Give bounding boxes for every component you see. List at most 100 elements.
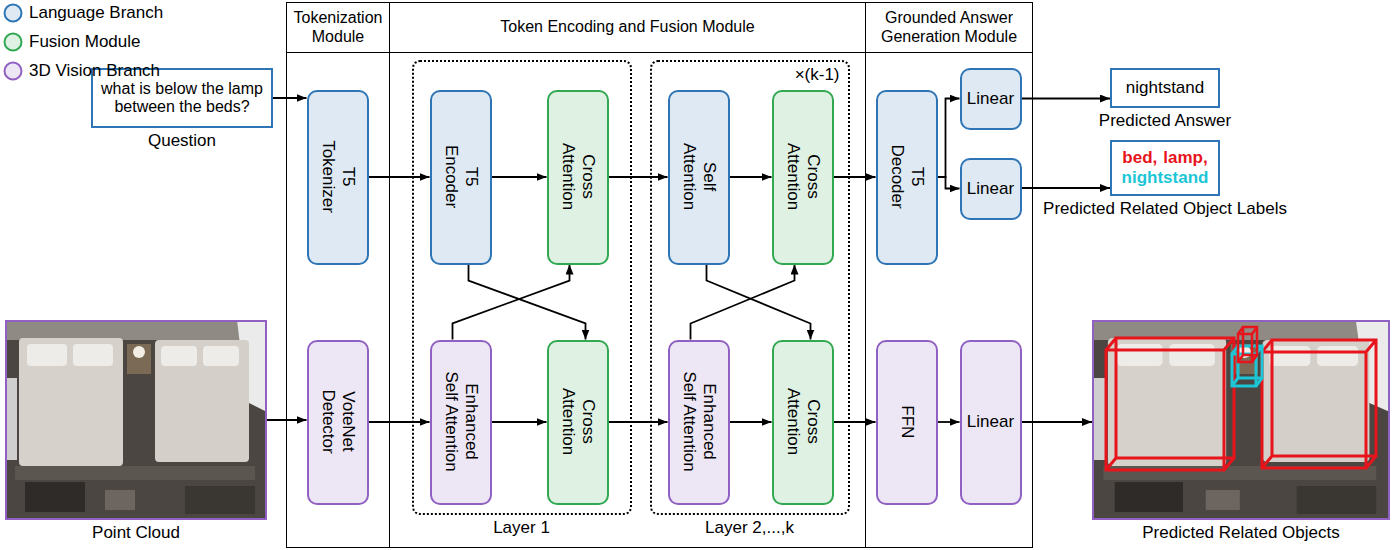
process-box: Cross Attention	[772, 340, 834, 505]
legend-swatch	[3, 32, 23, 52]
repeat-count: ×(k-1)	[795, 65, 840, 85]
box-label: T5 Encoder	[441, 141, 480, 213]
point-cloud-panel: Predicted Related Objects	[1092, 320, 1390, 520]
process-box: VoteNet Detector	[307, 340, 369, 505]
box-label: bed,	[1122, 148, 1157, 168]
process-box: Cross Attention	[547, 90, 609, 265]
arrow-connector	[609, 176, 668, 178]
output-box: nightstandPredicted Answer	[1110, 68, 1220, 108]
box-content: Linear	[967, 89, 1014, 109]
caption: Predicted Related Object Labels	[1043, 199, 1287, 219]
box-label: Self Attention	[679, 137, 718, 217]
process-box: Linear	[960, 158, 1022, 220]
box-content: T5 Decoder	[867, 157, 947, 196]
arrow-connector	[938, 99, 960, 178]
caption: Question	[148, 131, 216, 151]
process-box: T5 Tokenizer	[307, 90, 369, 265]
box-content: VoteNet Detector	[298, 402, 378, 441]
process-box: Self Attention	[668, 90, 730, 265]
box-label: T5 Decoder	[887, 137, 926, 217]
arrow-connector	[691, 265, 795, 340]
legend-row: 3D Vision Branch	[3, 60, 160, 82]
box-content: Cross Attention	[538, 157, 618, 196]
legend-text: 3D Vision Branch	[29, 61, 160, 81]
box-label: Enhanced Self Attention	[441, 369, 480, 475]
column-heading: Grounded Answer Generation Module	[866, 3, 1032, 53]
process-box: Cross Attention	[547, 340, 609, 505]
legend-text: Language Branch	[29, 3, 163, 23]
box-content: bed, lamp,nightstand	[1119, 148, 1210, 187]
module-column: Token Encoding and Fusion ModuleLayer 1T…	[389, 2, 866, 548]
legend: Language BranchFusion Module 3D Vision Br…	[0, 0, 240, 100]
module-column: Tokenization Module T5 TokenizerVoteNet D…	[286, 2, 390, 548]
legend-circle	[5, 34, 22, 51]
output-box: bed,lamp,nightstandPredicted Related Obj…	[1110, 140, 1220, 196]
box-label: FFN	[897, 382, 917, 462]
caption: Predicted Answer	[1099, 111, 1231, 131]
box-label: VoteNet Detector	[318, 382, 357, 462]
column-heading: Tokenization Module	[287, 3, 389, 53]
arrow-connector	[469, 265, 586, 340]
arrow-connector	[609, 421, 668, 423]
box-label: Cross Attention	[783, 137, 822, 217]
arrow-connector	[492, 421, 547, 423]
arrow-connector	[730, 421, 772, 423]
process-box: T5 Encoder	[430, 90, 492, 265]
legend-row: Fusion Module	[3, 31, 141, 53]
legend-swatch	[3, 3, 23, 23]
arrow-connector	[938, 177, 960, 189]
box-label: Cross Attention	[558, 137, 597, 217]
box-content: Cross Attention	[763, 157, 843, 196]
process-box: Enhanced Self Attention	[430, 340, 492, 505]
layer-group: Layer 1T5 EncoderCross AttentionEnhanced…	[412, 60, 632, 515]
column-heading: Token Encoding and Fusion Module	[390, 3, 865, 53]
arrow-connector	[1022, 187, 1111, 189]
box-content: T5 Tokenizer	[298, 157, 378, 196]
box-label: lamp,	[1163, 148, 1207, 168]
box-label: nightstand	[1119, 168, 1210, 188]
caption: Predicted Related Objects	[1142, 523, 1340, 543]
input-scan	[5, 320, 267, 520]
box-label: nightstand	[1126, 78, 1204, 98]
arrow-connector	[369, 176, 430, 178]
arrow-connector	[730, 176, 772, 178]
box-content: T5 Encoder	[425, 157, 497, 196]
module-column: Grounded Answer Generation Module T5 Deco…	[865, 2, 1033, 548]
caption: Point Cloud	[92, 523, 180, 543]
lamp-bounding-box	[1238, 327, 1257, 362]
arrow-connector	[453, 265, 570, 340]
arrow-connector	[938, 421, 960, 423]
box-content: Linear	[967, 179, 1014, 199]
box-label: Linear	[967, 89, 1014, 109]
process-box: FFN	[876, 340, 938, 505]
process-box: Cross Attention	[772, 90, 834, 265]
process-box: T5 Decoder	[876, 90, 938, 265]
arrow-connector	[492, 176, 547, 178]
legend-text: Fusion Module	[29, 32, 141, 52]
legend-row: Language Branch	[3, 2, 163, 24]
bed-bounding-box	[1106, 338, 1234, 470]
box-label: T5 Tokenizer	[318, 137, 357, 217]
box-content: Cross Attention	[538, 402, 618, 441]
legend-circle	[5, 63, 22, 80]
arrow-connector	[273, 97, 307, 99]
box-content: FFN	[867, 412, 947, 432]
arrow-connector	[369, 421, 430, 423]
box-content: what is below the lamp between the beds?	[99, 80, 265, 117]
point-cloud-panel: Point Cloud	[5, 320, 267, 520]
box-content: Self Attention	[659, 157, 739, 196]
box-content: Cross Attention	[763, 402, 843, 441]
box-label: Enhanced Self Attention	[679, 369, 718, 475]
arrow-connector	[834, 421, 876, 423]
box-label: Linear	[967, 179, 1014, 199]
box-label: Cross Attention	[783, 382, 822, 462]
box-content: Enhanced Self Attention	[408, 402, 514, 441]
caption: Layer 2,...,k	[705, 518, 794, 538]
box-content: Linear	[967, 412, 1014, 432]
box-label: what is below the lamp between the beds?	[99, 80, 265, 117]
arrow-connector	[834, 176, 876, 178]
bed-bounding-box	[1262, 340, 1376, 468]
output-scan	[1092, 320, 1390, 520]
arrow-connector	[1022, 98, 1111, 100]
